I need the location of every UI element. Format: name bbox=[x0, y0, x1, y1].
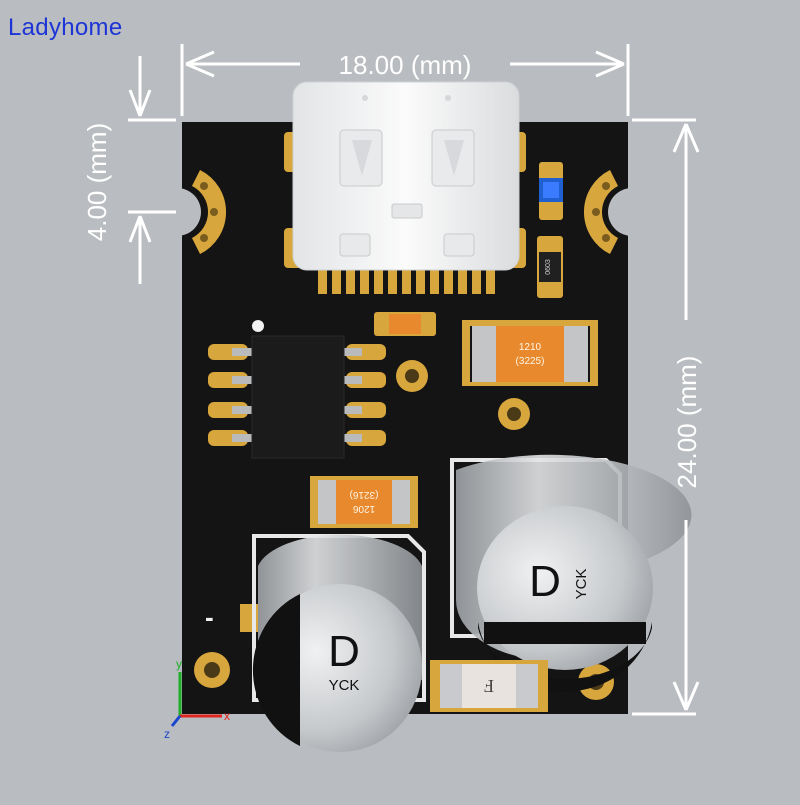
hole-offset-label: 4.00 (mm) bbox=[82, 123, 112, 241]
vias bbox=[194, 360, 614, 700]
capacitor-1210: 1210 (3225) bbox=[462, 320, 598, 386]
dimension-height: 24.00 (mm) bbox=[632, 118, 702, 716]
axis-y-label: y bbox=[176, 657, 182, 671]
cap-1210-size-label: 1210 bbox=[519, 342, 542, 353]
watermark-text: Ladyhome bbox=[8, 14, 123, 41]
cap-1206-metric-label: (3216) bbox=[350, 489, 379, 500]
mounting-pad-left bbox=[191, 169, 226, 255]
dimension-hole-offset: 4.00 (mm) bbox=[82, 56, 176, 284]
ic-chip bbox=[208, 320, 386, 459]
cap-1206-size-label: 1206 bbox=[352, 503, 375, 514]
dimension-width: 18.00 (mm) bbox=[180, 44, 630, 116]
usb-c-connector bbox=[292, 81, 520, 271]
axis-z-label: z bbox=[164, 727, 170, 741]
axis-x-label: x bbox=[224, 709, 230, 723]
fuse: F bbox=[430, 660, 548, 712]
capacitor-right-mark: D bbox=[529, 557, 561, 606]
led-blue bbox=[539, 162, 563, 220]
fuse-mark: F bbox=[484, 676, 494, 696]
axis-triad: y x z bbox=[164, 657, 230, 741]
resistor-0603: 0603 bbox=[537, 236, 563, 298]
mounting-pad-right bbox=[584, 169, 619, 255]
cap-1210-metric-label: (3225) bbox=[516, 356, 545, 367]
capacitor-1206: 1206 (3216) bbox=[310, 476, 418, 528]
resistor-small bbox=[374, 312, 436, 336]
capacitor-left-brand: YCK bbox=[329, 677, 360, 694]
capacitor-left-mark: D bbox=[328, 627, 360, 676]
height-label: 24.00 (mm) bbox=[672, 356, 702, 489]
capacitor-left: D YCK bbox=[252, 534, 426, 752]
resistor-code-label: 0603 bbox=[545, 259, 552, 275]
width-label: 18.00 (mm) bbox=[339, 50, 472, 80]
polarity-mark: - bbox=[205, 602, 214, 632]
capacitor-right-brand: YCK bbox=[573, 569, 590, 600]
